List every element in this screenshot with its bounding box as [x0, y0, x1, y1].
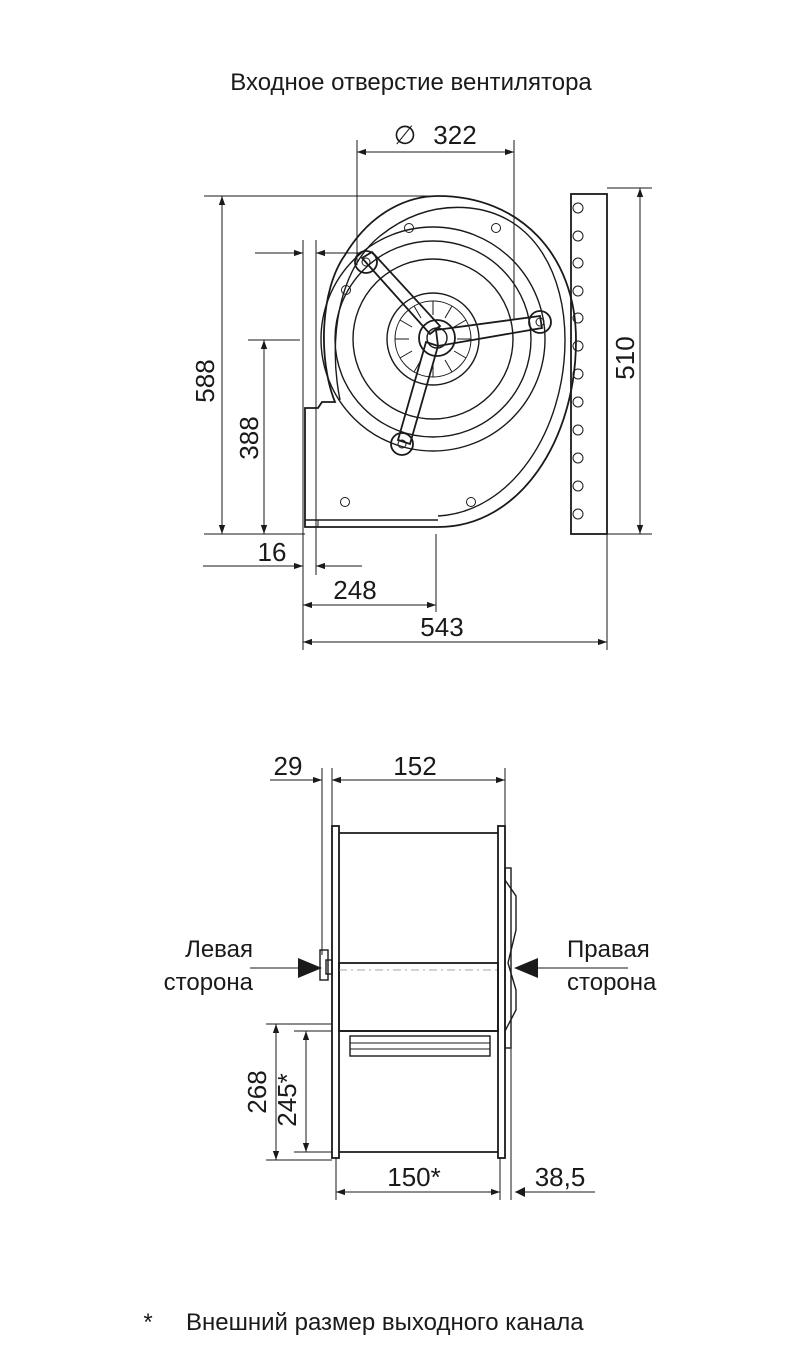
- footnote-marker: *: [143, 1309, 152, 1336]
- right-side-label-line2: сторона: [567, 969, 657, 996]
- dim-inlet-diameter: ∅ 322: [356, 120, 515, 320]
- dim-543-label: 543: [420, 612, 463, 642]
- right-side-label-line1: Правая: [567, 936, 650, 963]
- dim-268-label: 268: [242, 1070, 272, 1113]
- dim-510-label: 510: [610, 336, 640, 379]
- dim-right-offset: 38,5: [510, 1048, 595, 1200]
- dim-axis-offset: 248: [303, 534, 437, 612]
- dim-motor-protrusion: 29: [270, 751, 380, 955]
- dim-248-label: 248: [333, 575, 376, 605]
- dim-245-label: 245*: [272, 1073, 302, 1127]
- dim-outlet-outer-height: 268: [242, 1023, 332, 1161]
- dim-housing-width: 152: [332, 751, 506, 826]
- dim-flange-height: 510: [607, 187, 652, 535]
- fan-housing-top-view: [304, 195, 577, 528]
- dim-322-label: 322: [433, 120, 476, 150]
- dim-outlet-inner-height: 245*: [272, 1030, 332, 1153]
- dim-150-label: 150*: [387, 1162, 441, 1192]
- dim-38-5-label: 38,5: [535, 1162, 586, 1192]
- dim-29-label: 29: [274, 751, 303, 781]
- mounting-holes: [340, 223, 501, 507]
- dim-388-label: 388: [234, 416, 264, 459]
- dim-588-label: 588: [190, 359, 220, 402]
- left-side-label-line2: сторона: [164, 969, 254, 996]
- dim-152-label: 152: [393, 751, 436, 781]
- dim-16-label: 16: [258, 537, 287, 567]
- dim-total-width: 543: [303, 534, 608, 650]
- left-side-label-line1: Левая: [185, 936, 253, 963]
- motor-support-arms: [354, 250, 552, 456]
- footnote-text: Внешний размер выходного канала: [186, 1309, 584, 1336]
- top-view-title: Входное отверстие вентилятора: [230, 69, 592, 96]
- dim-left-offset: 16: [203, 240, 362, 650]
- dim-outlet-height: 388: [234, 339, 300, 534]
- dim-total-height: 588: [190, 195, 438, 535]
- fan-side-view: [250, 825, 628, 1159]
- outlet-flange: [570, 193, 608, 535]
- diameter-symbol: ∅: [394, 120, 417, 150]
- dim-outlet-width: 150*: [335, 1158, 501, 1200]
